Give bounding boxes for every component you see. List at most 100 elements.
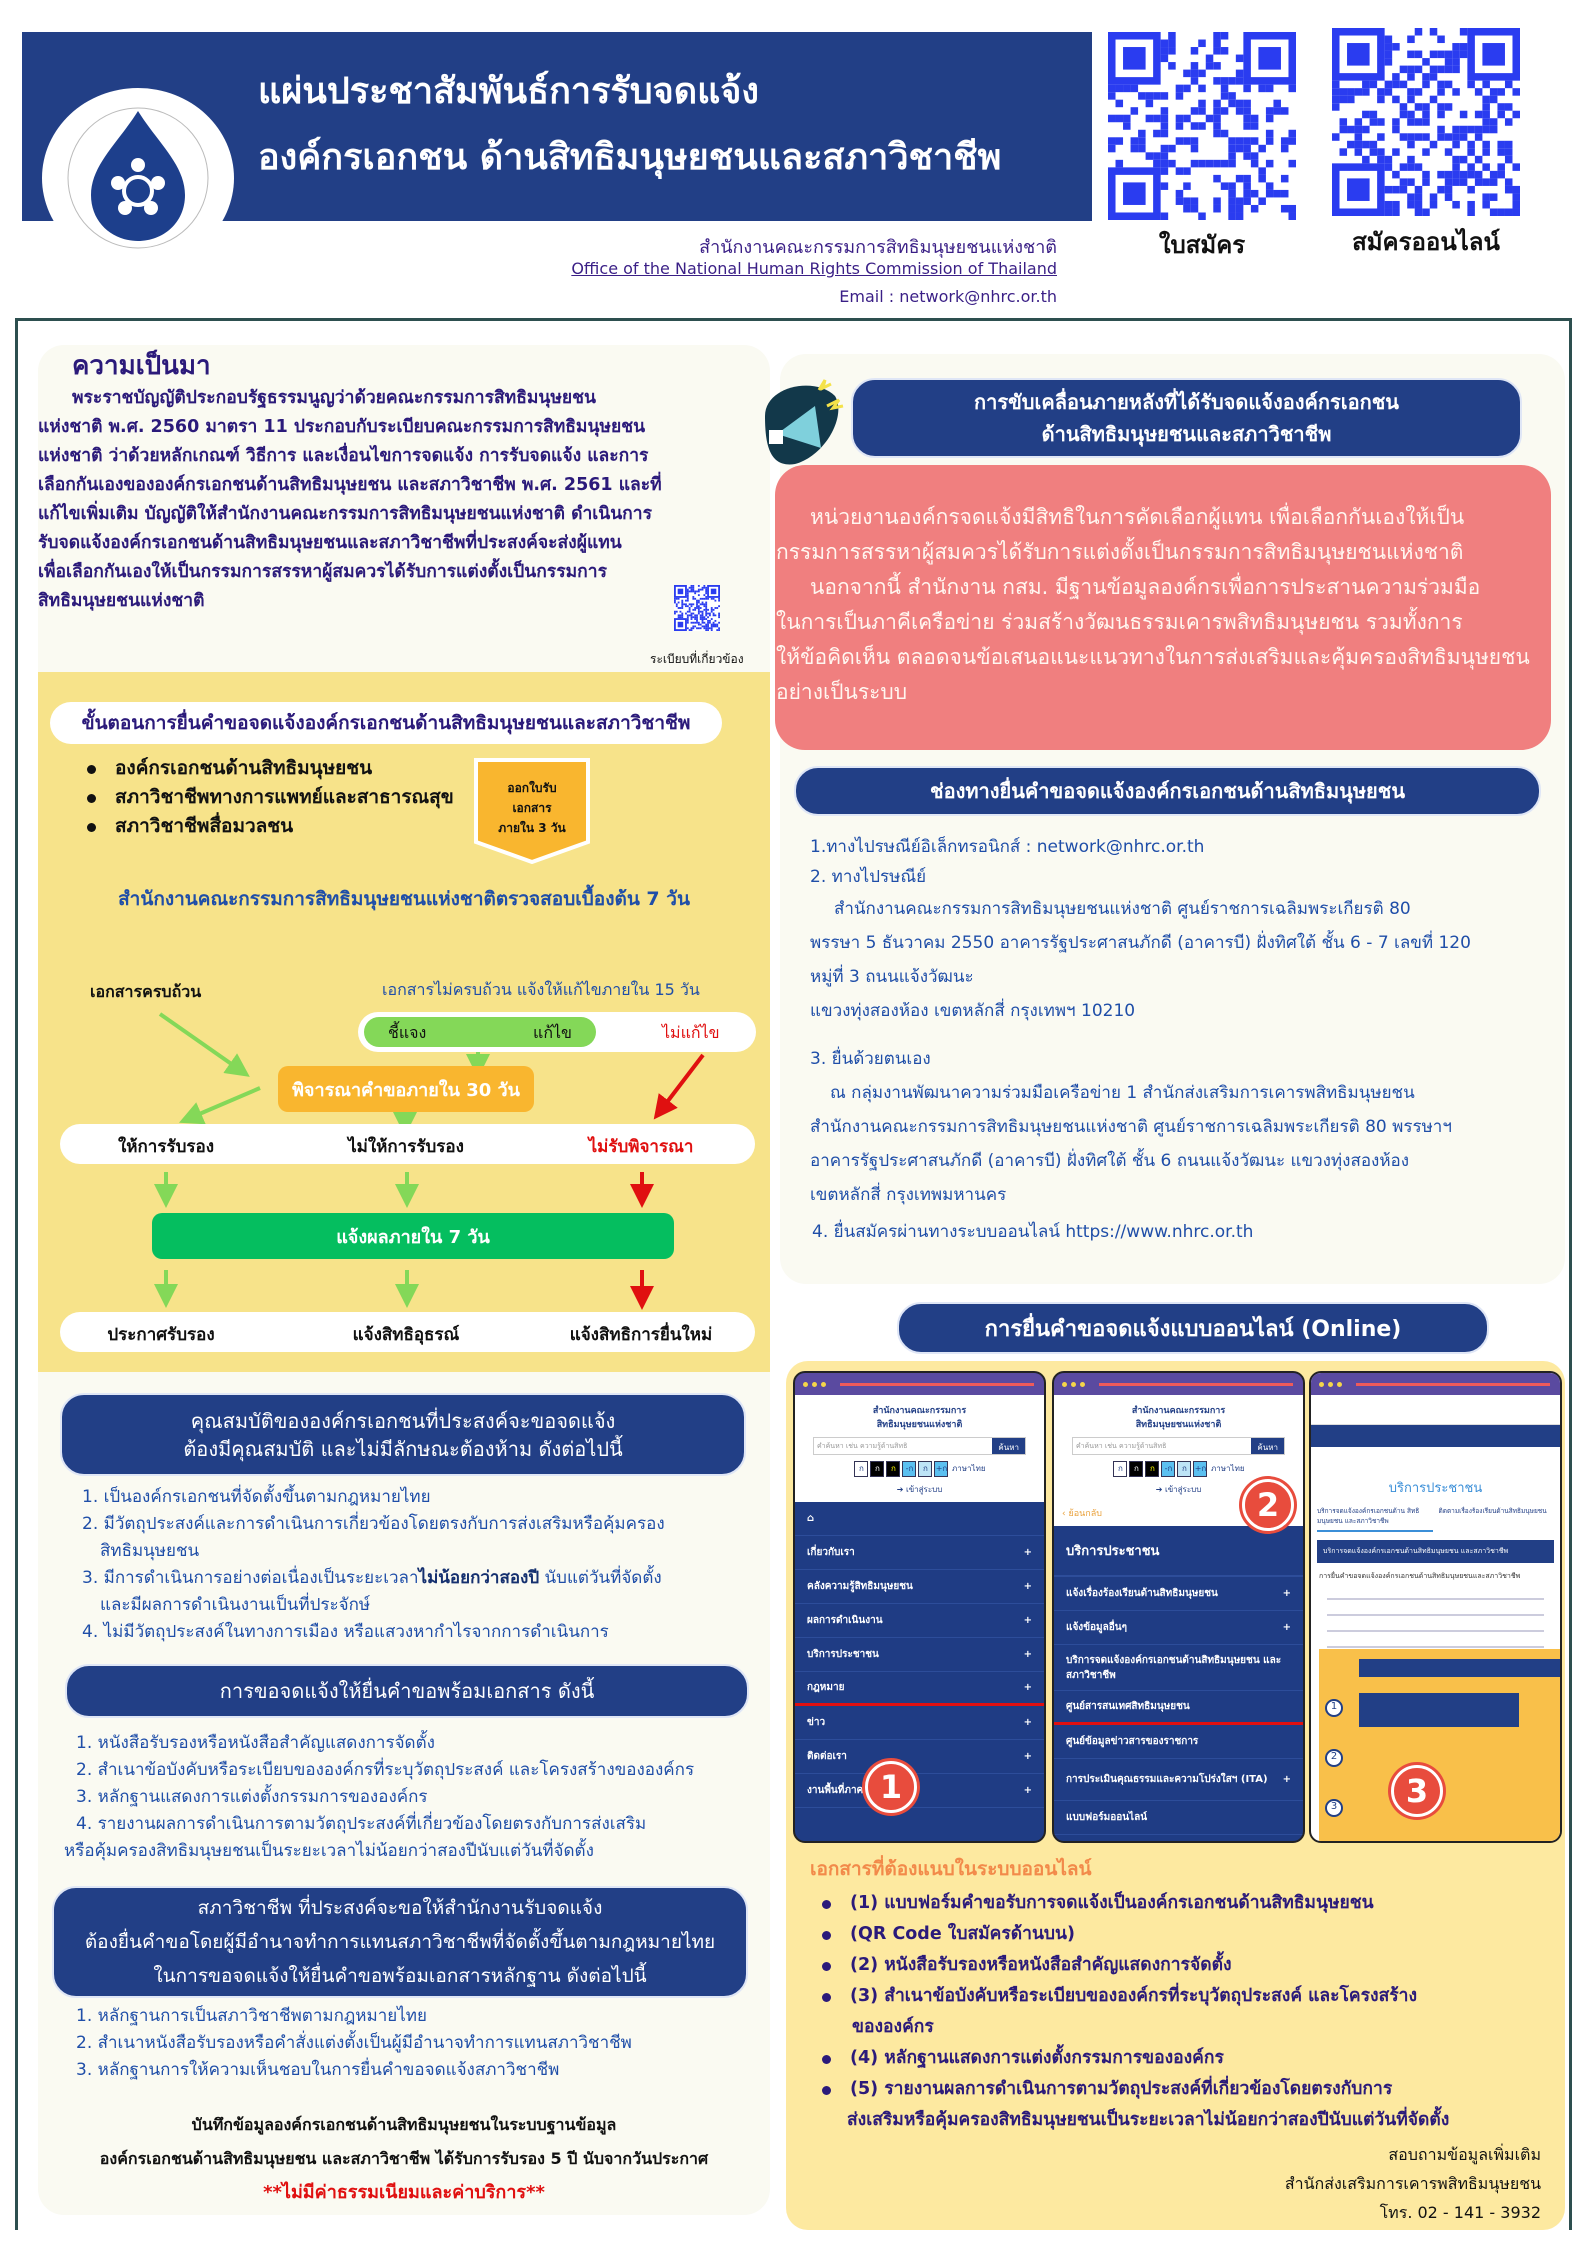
channel-post: 2. ทางไปรษณีย์	[810, 867, 927, 887]
paragraph-line: แห่งชาติ พ.ศ. 2560 มาตรา 11 ประกอบกับระเ…	[38, 417, 646, 437]
contact-office: สำนักส่งเสริมการเคารพสิทธิมนุษยชน	[1284, 2174, 1541, 2193]
contact-line: สอบถามข้อมูลเพิ่มเติม	[1388, 2145, 1541, 2164]
arrow-consider-to-approve	[178, 1086, 261, 1125]
attachments-title: เอกสารที่ต้องแนบในระบบออนไลน์	[810, 1858, 1092, 1880]
paragraph-line: แก้ไขเพิ่มเติม บัญญัติให้สำนักงานคณะกรรม…	[38, 504, 653, 524]
page-title-line2: องค์กรเอกชน ด้านสิทธิมนุษยชนและสภาวิชาชี…	[258, 137, 1002, 178]
back-link[interactable]: ‹ ย้อนกลับ	[1062, 1509, 1102, 1519]
initial-check-step: สำนักงานคณะกรรมการสิทธิมนุษยชนแห่งชาติตร…	[118, 888, 690, 910]
menu-title: บริการประชาชน	[1054, 1526, 1303, 1577]
qr-code-regulations[interactable]	[674, 585, 721, 632]
text-line: กรรมการสรรหาผู้สมควรได้รับการแต่งตั้งเป็…	[776, 540, 1464, 564]
section-heading: การยื่นคำขอจดแจ้งองค์กรเอกชนด้านสิทธิมนุ…	[1319, 1572, 1521, 1580]
council-item: 2. สำเนาหนังสือรับรองหรือคำสั่งแต่งตั้งเ…	[76, 2033, 632, 2053]
document-item: 3. หลักฐานแสดงการแต่งตั้งกรรมการขององค์ก…	[76, 1787, 428, 1807]
qualification-item-cont: สิทธิมนุษยชน	[100, 1541, 200, 1561]
search-input[interactable]: คำค้นหา เช่น ความรู้ด้านสิทธิ	[817, 1442, 908, 1450]
contact-info: สอบถามข้อมูลเพิ่มเติม สำนักส่งเสริมการเค…	[1285, 2140, 1541, 2227]
qr-code-application-form[interactable]	[1107, 31, 1296, 220]
text-line: นอกจากนี้ สำนักงาน กสม. มีฐานข้อมูลองค์ก…	[810, 575, 1481, 599]
text-line: หน่วยงานองค์กรจดแจ้งมีสิทธิในการคัดเลือก…	[810, 505, 1465, 529]
text-line: ในการเป็นภาคีเครือข่าย ร่วมสร้างวัฒนธรรม…	[776, 610, 1463, 634]
qualifications-title: คุณสมบัติขององค์กรเอกชนที่ประสงค์จะขอจดแ…	[190, 1408, 616, 1433]
address-line: สำนักงานคณะกรรมการสิทธิมนุษยชนแห่งชาติ ศ…	[810, 1117, 1452, 1137]
menu-item[interactable]: แจ้งเรื่องร้องเรียนด้านสิทธิมนุษยชน+	[1054, 1577, 1303, 1611]
address-line: แขวงทุ่งสองห้อง เขตหลักสี่ กรุงเทพฯ 1021…	[810, 1001, 1136, 1021]
address-line: พรรษา 5 ธันวาคม 2550 อาคารรัฐประศาสนภักด…	[810, 933, 1471, 953]
flow-final-row	[60, 1312, 755, 1352]
arrow-complete-to-consider	[158, 1012, 250, 1077]
nhrc-logo	[42, 88, 234, 268]
qr-label-application-form: ใบสมัคร	[1158, 231, 1246, 259]
menu-item[interactable]: ผลการดำเนินงาน+	[795, 1604, 1044, 1638]
page-heading: บริการประชาชน	[1388, 1481, 1483, 1496]
home-icon[interactable]: ⌂	[795, 1502, 1044, 1536]
certification-note: องค์กรเอกชนด้านสิทธิมนุษยชน และสภาวิชาชี…	[99, 2149, 709, 2168]
qualifications-header: คุณสมบัติขององค์กรเอกชนที่ประสงค์จะขอจดแ…	[60, 1393, 746, 1476]
council-item: 1. หลักฐานการเป็นสภาวิชาชีพตามกฎหมายไทย	[76, 2006, 427, 2026]
document-item: 4. รายงานผลการดำเนินการตามวัตถุประสงค์ที…	[76, 1814, 647, 1834]
attachment-item: (1) แบบฟอร์มคำขอรับการจดแจ้งเป็นองค์กรเอ…	[822, 1888, 1449, 1919]
no-fee-note: **ไม่มีค่าธรรมเนียมและค่าบริการ**	[263, 2182, 545, 2203]
councils-header: สภาวิชาชีพ ที่ประสงค์จะขอให้สำนักงานรับจ…	[52, 1886, 748, 1998]
step-badge: 2	[1242, 1479, 1294, 1531]
qualification-item: 4. ไม่มีวัตถุประสงค์ในทางการเมือง หรือแส…	[82, 1622, 609, 1642]
tab-registration[interactable]: บริการจดแจ้งองค์กรเอกชนด้าน สิทธิมนุษยชน…	[1317, 1506, 1433, 1532]
contact-phone[interactable]: โทร. 02 - 141 - 3932	[1379, 2203, 1541, 2222]
channel-in-person: 3. ยื่นด้วยตนเอง	[810, 1049, 931, 1069]
channel-email[interactable]: 1.ทางไปรษณีย์อิเล็กทรอนิกส์ : network@nh…	[810, 837, 1205, 857]
applicant-type: สภาวิชาชีพทางการแพทย์และสาธารณสุข	[87, 783, 454, 812]
search-button[interactable]: ค้นหา	[992, 1438, 1025, 1454]
menu-item[interactable]: บริการประชาชน+	[795, 1638, 1044, 1672]
address-line: ณ กลุ่มงานพัฒนาความร่วมมือเครือข่าย 1 สำ…	[830, 1083, 1415, 1103]
after-registration-header: การขับเคลื่อนภายหลังที่ได้รับจดแจ้งองค์ก…	[851, 378, 1522, 458]
applicant-type: องค์กรเอกชนด้านสิทธิมนุษยชน	[87, 754, 454, 783]
menu-item[interactable]: แบบฟอร์มออนไลน์	[1054, 1801, 1303, 1835]
tab-complaints[interactable]: ติดตามเรื่องร้องเรียนด้านสิทธิมนุษยชน	[1438, 1507, 1547, 1515]
councils-title: สภาวิชาชีพ ที่ประสงค์จะขอให้สำนักงานรับจ…	[197, 1897, 603, 1919]
documents-header: การขอจดแจ้งให้ยื่นคำขอพร้อมเอกสาร ดังนี้	[65, 1664, 749, 1718]
qr-code-online-application[interactable]	[1331, 27, 1520, 216]
paragraph-line: พระราชบัญญัติประกอบรัฐธรรมนูญว่าด้วยคณะก…	[72, 388, 597, 408]
after-registration-box	[775, 465, 1551, 750]
after-title: ด้านสิทธิมนุษยชนและสภาวิชาชีพ	[1041, 422, 1332, 446]
menu-item[interactable]: บริการจดแจ้งองค์กรเอกชนด้านสิทธิมนุษยชน …	[1054, 1645, 1303, 1691]
receipt-text: ภายใน 3 วัน	[498, 821, 566, 835]
menu-item[interactable]: คลังความรู้สิทธิมนุษยชน+	[795, 1570, 1044, 1604]
councils-title: ต้องยื่นคำขอโดยผู้มีอำนาจทำการแทนสภาวิชา…	[84, 1931, 716, 1953]
attachment-item-cont: ส่งเสริมหรือคุ้มครองสิทธิมนุษยชนเป็นระยะ…	[847, 2110, 1450, 2130]
receipt-text: เอกสาร	[512, 801, 552, 815]
org-name-en[interactable]: Office of the National Human Rights Comm…	[571, 259, 1057, 278]
applicant-type: สภาวิชาชีพสื่อมวลชน	[87, 812, 454, 841]
final-reapply-right: แจ้งสิทธิการยื่นใหม่	[569, 1325, 713, 1345]
paragraph-line: รับจดแจ้งองค์กรเอกชนด้านสิทธิมนุษยชนและส…	[38, 533, 622, 553]
flow-complete-docs: เอกสารครบถ้วน	[90, 982, 202, 1001]
arrow-nofix-to-dismiss	[653, 1053, 705, 1120]
qualifications-title: ต้องมีคุณสมบัติ และไม่มีลักษณะต้องห้าม ด…	[183, 1436, 623, 1461]
menu-item[interactable]: การประเมินคุณธรรมและความโปร่งใสฯ (ITA)+	[1054, 1759, 1303, 1801]
flowchart-arrows	[154, 1012, 705, 1310]
address-line: อาคารรัฐประศาสนภักดี (อาคารบี) ฝั่งทิศใต…	[810, 1151, 1410, 1171]
document-item: 2. สำเนาข้อบังคับหรือระเบียบขององค์กรที่…	[76, 1760, 695, 1780]
menu-item-highlighted[interactable]: ศูนย์สารสนเทศสิทธิมนุษยชน	[1054, 1691, 1303, 1725]
flow-explain: ชี้แจง	[388, 1023, 427, 1042]
menu-item[interactable]: ติดต่อเรา+	[795, 1740, 1044, 1774]
menu-item[interactable]: แจ้งข้อมูลอื่นๆ+	[1054, 1611, 1303, 1645]
flow-notify-7-days: แจ้งผลภายใน 7 วัน	[152, 1213, 674, 1259]
menu-item[interactable]: งานพื้นที่ภาค+	[795, 1774, 1044, 1808]
after-title: การขับเคลื่อนภายหลังที่ได้รับจดแจ้งองค์ก…	[974, 390, 1399, 414]
menu-item[interactable]: ข่าว+	[795, 1706, 1044, 1740]
qr-label-regulations: ระเบียบที่เกี่ยวข้อง	[650, 652, 744, 666]
menu-item[interactable]: เกี่ยวกับเรา+	[795, 1536, 1044, 1570]
receipt-badge: ออกใบรับ เอกสาร ภายใน 3 วัน	[474, 758, 590, 864]
contact-email[interactable]: Email : network@nhrc.or.th	[839, 287, 1057, 306]
online-header: การยื่นคำขอจดแจ้งแบบออนไลน์ (Online)	[897, 1302, 1489, 1354]
attachment-item: (5) รายงานผลการดำเนินการตามวัตถุประสงค์ท…	[822, 2074, 1449, 2105]
paragraph-line: สิทธิมนุษยชนแห่งชาติ	[38, 591, 205, 611]
channel-online[interactable]: 4. ยื่นสมัครผ่านทางระบบออนไลน์ https://w…	[812, 1222, 1254, 1242]
org-name-th: สำนักงานคณะกรรมการสิทธิมนุษยชนแห่งชาติ	[699, 237, 1057, 258]
menu-item[interactable]: ศูนย์ข้อมูลข่าวสารของราชการ	[1054, 1725, 1303, 1759]
background-paragraph: พระราชบัญญัติประกอบรัฐธรรมนูญว่าด้วยคณะก…	[38, 384, 662, 616]
flow-consider-30-days: พิจารณาคำขอภายใน 30 วัน	[278, 1066, 534, 1112]
menu-item-highlighted[interactable]: กฎหมาย+	[795, 1672, 1044, 1706]
